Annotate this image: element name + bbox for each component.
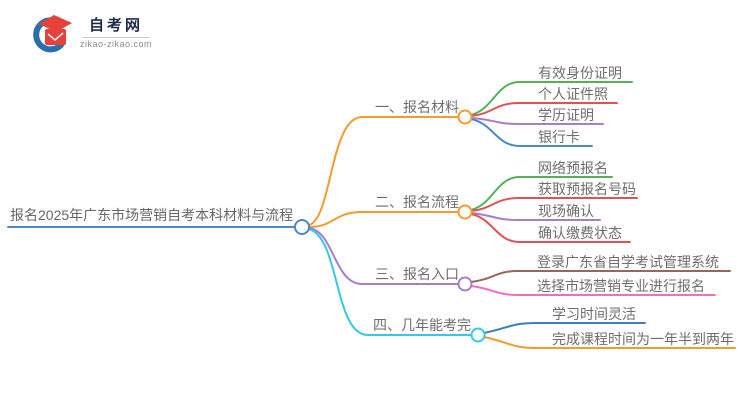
leaf-label: 学习时间灵活 bbox=[552, 306, 636, 322]
branch1-leaf3-connector bbox=[470, 117, 604, 125]
logo-divider bbox=[82, 36, 151, 38]
root-node-circle bbox=[294, 219, 310, 235]
branch2-label: 二、报名流程 bbox=[375, 194, 459, 210]
branch3-label: 三、报名入口 bbox=[375, 266, 459, 282]
site-name: 自考网 bbox=[89, 16, 144, 34]
leaf-label: 现场确认 bbox=[538, 203, 594, 219]
branch4-node-circle bbox=[470, 327, 486, 343]
branch2-leaf4-connector bbox=[470, 213, 631, 243]
branch1-node-circle bbox=[457, 109, 473, 125]
branch1-leaf4-connector bbox=[470, 118, 593, 147]
branch1-leaf1-connector bbox=[470, 81, 633, 116]
leaf-label: 完成课程时间为一年半到两年 bbox=[552, 331, 734, 347]
branch2-leaf3-connector bbox=[470, 212, 601, 221]
branch1-leaf2-connector bbox=[470, 102, 618, 117]
leaf-label: 获取预报名号码 bbox=[538, 181, 636, 197]
branch2-node-circle bbox=[457, 204, 473, 220]
branch4-connector bbox=[308, 228, 472, 336]
site-url: zikao-zikao.com bbox=[80, 38, 153, 49]
leaf-label: 登录广东省自学考试管理系统 bbox=[537, 254, 719, 270]
branch1-connector bbox=[308, 116, 459, 226]
branch4-label: 四、几年能考完 bbox=[373, 317, 471, 333]
leaf-label: 有效身份证明 bbox=[538, 65, 622, 81]
leaf-label: 确认缴费状态 bbox=[538, 225, 622, 241]
logo-graduation-cap-icon bbox=[33, 15, 72, 53]
leaf-label: 学历证明 bbox=[538, 107, 594, 123]
branch4-leaf2-connector bbox=[483, 336, 736, 349]
leaf-label: 个人证件照 bbox=[538, 86, 608, 102]
root-node-label: 报名2025年广东市场营销自考本科材料与流程 bbox=[10, 207, 294, 223]
branch4-leaf1-connector bbox=[483, 322, 646, 334]
leaf-label: 银行卡 bbox=[538, 129, 580, 145]
branch2-connector bbox=[308, 211, 459, 228]
branch3-node-circle bbox=[457, 276, 473, 292]
branch2-leaf2-connector bbox=[470, 197, 638, 212]
branch2-leaf1-connector bbox=[470, 176, 613, 211]
leaf-label: 选择市场营销专业进行报名 bbox=[537, 278, 705, 294]
leaf-label: 网络预报名 bbox=[538, 160, 608, 176]
branch3-leaf2-connector bbox=[470, 285, 716, 296]
branch1-label: 一、报名材料 bbox=[375, 99, 459, 115]
branch3-leaf1-connector bbox=[470, 270, 731, 283]
site-logo[interactable]: 自考网 zikao-zikao.com bbox=[30, 12, 152, 54]
branch3-connector bbox=[308, 227, 459, 285]
